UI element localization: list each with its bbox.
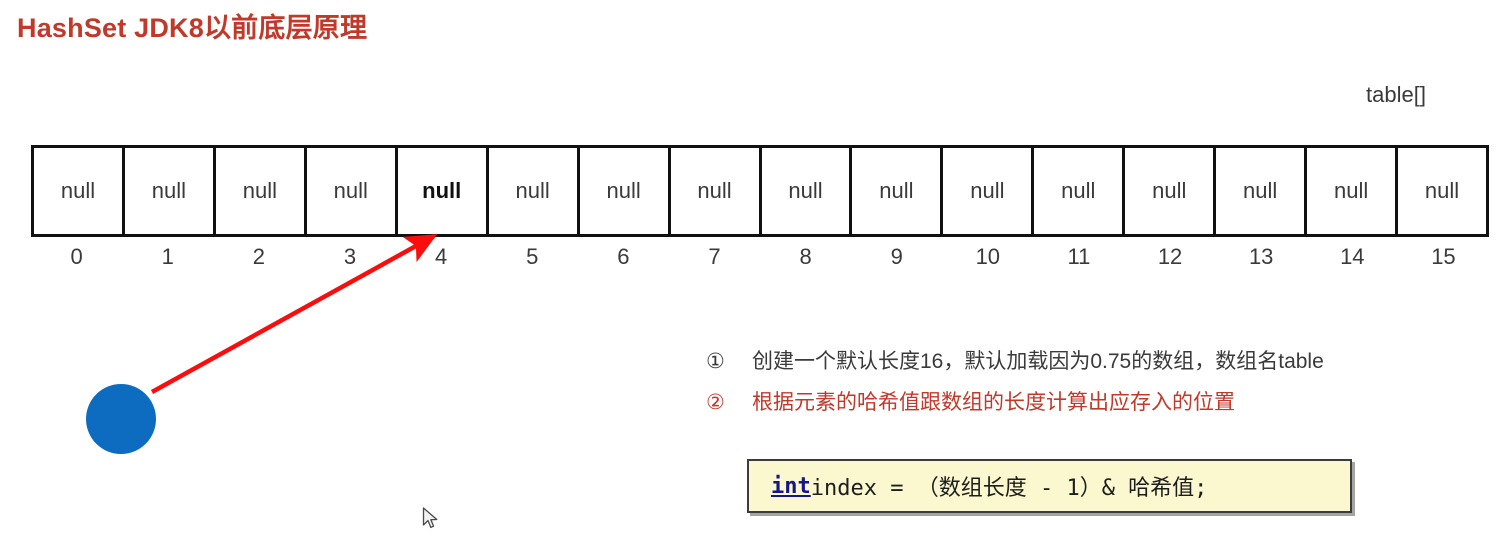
array-index-6: 6	[617, 244, 630, 269]
array-cell-9: null	[852, 148, 944, 234]
array-index-12: 12	[1157, 244, 1183, 269]
array-cell-7: null	[670, 148, 762, 234]
notes-list: ① 创建一个默认长度16，默认加载因为0.75的数组，数组名table ② 根据元素的…	[706, 345, 1446, 427]
array-cell-1: null	[124, 148, 216, 234]
array-index-15: 15	[1431, 244, 1456, 269]
array-cell-15: null	[1398, 148, 1486, 234]
array-cell-3: null	[306, 148, 398, 234]
array-index-13: 13	[1248, 244, 1274, 269]
code-keyword: int	[771, 473, 811, 499]
array-index-7: 7	[708, 244, 721, 269]
array-index-5: 5	[526, 244, 539, 269]
note-marker-1: ①	[706, 350, 725, 373]
array-index-2: 2	[252, 244, 265, 269]
array-cell-4: null	[397, 148, 489, 234]
array-index-0: 0	[70, 244, 83, 269]
array-index-9: 9	[890, 244, 903, 269]
array-cell-12: null	[1125, 148, 1217, 234]
array-cell-2: null	[215, 148, 307, 234]
array-index-10: 10	[975, 244, 1001, 269]
note-row-1: ① 创建一个默认长度16，默认加载因为0.75的数组，数组名table	[706, 345, 1446, 375]
array-index-8: 8	[799, 244, 812, 269]
mouse-pointer-icon	[422, 507, 438, 529]
array-cell-10: null	[943, 148, 1035, 234]
array-index-14: 14	[1340, 244, 1365, 269]
array-cell-0: null	[34, 148, 125, 234]
note-row-2: ② 根据元素的哈希值跟数组的长度计算出应存入的位置	[706, 386, 1446, 416]
code-expression: index = （数组长度 - 1）& 哈希值;	[810, 476, 1208, 501]
array-cell-5: null	[488, 148, 580, 234]
array-cell-13: null	[1216, 148, 1308, 234]
note-text-2: 根据元素的哈希值跟数组的长度计算出应存入的位置	[752, 391, 1235, 414]
note-marker-2: ②	[706, 391, 725, 414]
array-index-3: 3	[343, 244, 357, 269]
array-index-4: 4	[434, 244, 448, 269]
array-index-1: 1	[161, 244, 174, 269]
element-dot	[86, 384, 156, 454]
code-snippet-box: int index = （数组长度 - 1）& 哈希值;	[747, 459, 1352, 513]
array-cell-11: null	[1034, 148, 1126, 234]
array-name-label: table[]	[1366, 82, 1426, 107]
array-index-11: 11	[1067, 244, 1091, 269]
array-cell-8: null	[761, 148, 853, 234]
array-cell-14: null	[1307, 148, 1399, 234]
array-cell-6: null	[579, 148, 671, 234]
page-title: HashSet JDK8以前底层原理	[17, 13, 368, 43]
note-text-1: 创建一个默认长度16，默认加载因为0.75的数组，数组名table	[752, 350, 1324, 373]
